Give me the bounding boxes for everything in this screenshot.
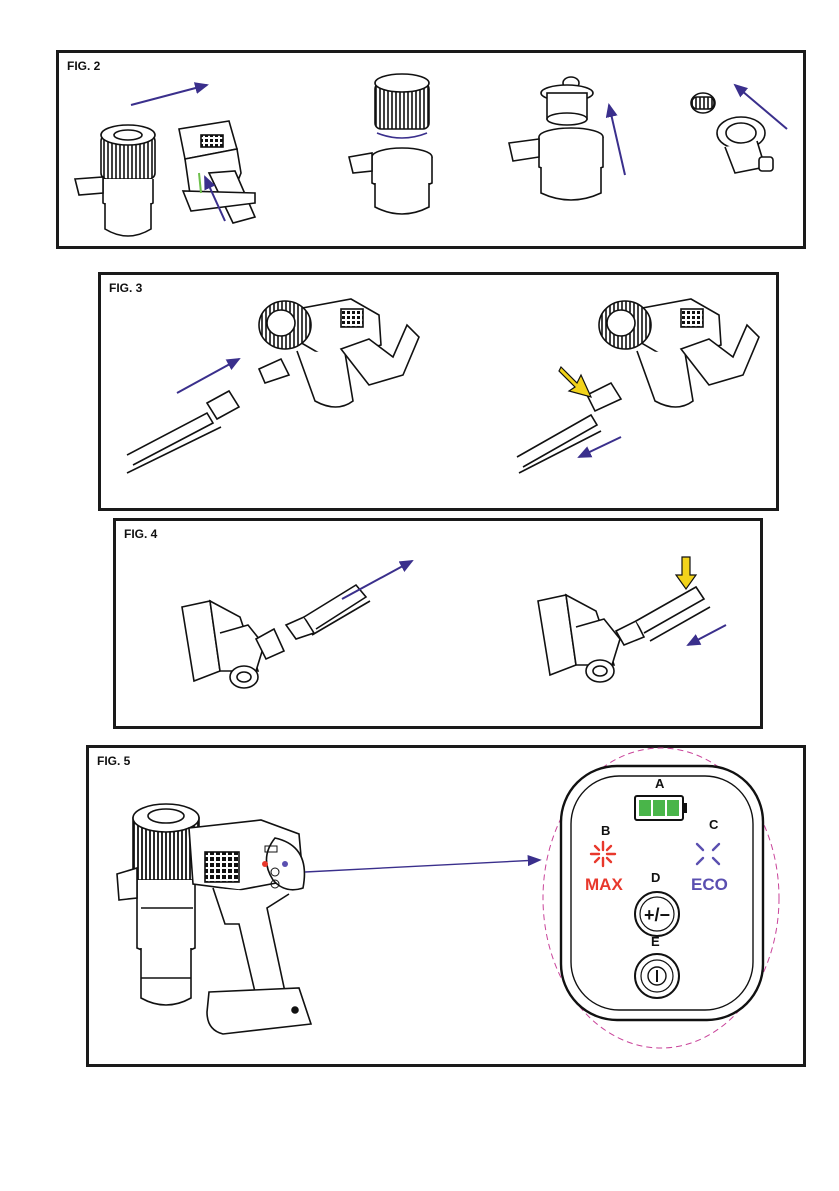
mini-max-icon (262, 861, 268, 867)
fig-5-drawing: A B MAX C ECO (89, 748, 809, 1070)
pointer-arrow-yellow-down (676, 557, 696, 589)
filter-unit (509, 77, 603, 200)
fig-2-panel: FIG. 2 (56, 50, 806, 249)
fig-3-panel: FIG. 3 (98, 272, 779, 511)
power-button-icon (635, 954, 679, 998)
eco-label: ECO (691, 875, 728, 894)
callout-c: C (709, 817, 719, 832)
lift-arrow (609, 105, 625, 175)
zoom-pointer-line (305, 860, 539, 872)
pointer-arrow-yellow (559, 367, 591, 397)
fig-4-panel: FIG. 4 (113, 518, 763, 729)
insert-arrow-right (579, 437, 621, 457)
fig-2-drawing (59, 53, 809, 252)
filter-parts (691, 93, 773, 173)
battery-indicator-icon (635, 796, 687, 820)
floor-brush-left (182, 585, 370, 688)
adjust-symbol: +/− (644, 905, 670, 925)
attach-arrow-right (688, 625, 726, 645)
floor-brush-right (538, 587, 710, 682)
direction-arrow (131, 85, 207, 105)
callout-d: D (651, 870, 660, 885)
fig-3-drawing (101, 275, 782, 514)
fig-5-panel: FIG. 5 (86, 745, 806, 1067)
callout-b: B (601, 823, 610, 838)
insert-arrow-left (177, 359, 239, 393)
attach-arrow-left (342, 561, 412, 599)
handheld-vacuum (117, 804, 311, 1034)
handheld-left (259, 299, 419, 407)
mini-eco-icon (282, 861, 288, 867)
handheld-right (517, 299, 759, 473)
dust-bin-left (75, 125, 155, 236)
extension-tube-left (127, 391, 239, 473)
max-label: MAX (585, 875, 623, 894)
callout-e: E (651, 934, 660, 949)
dust-bin-separated (349, 74, 432, 214)
fig-4-drawing (116, 521, 766, 732)
callout-a: A (655, 776, 665, 791)
motor-handle-unit (179, 121, 255, 223)
